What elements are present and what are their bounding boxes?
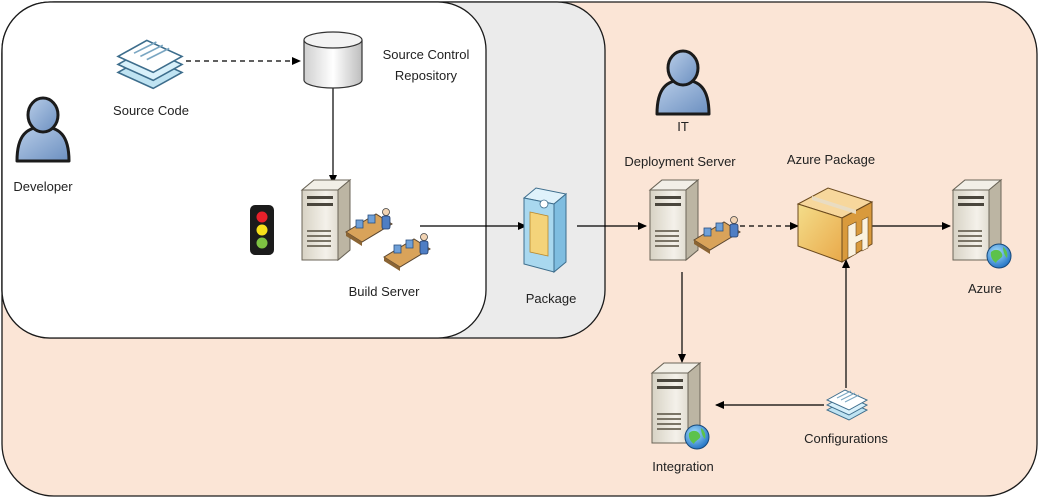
azure-package-box-icon bbox=[796, 187, 874, 263]
configurations-label: Configurations bbox=[804, 431, 888, 446]
developer-label: Developer bbox=[13, 179, 73, 194]
repository-database-icon bbox=[303, 31, 363, 89]
build-server-icon bbox=[301, 179, 351, 261]
deployment-server-icon bbox=[649, 179, 699, 261]
integration-label: Integration bbox=[652, 459, 713, 474]
package-icon bbox=[522, 187, 568, 274]
source-control-label-line1: Source Control bbox=[383, 47, 470, 62]
build-server-label: Build Server bbox=[349, 284, 420, 299]
developer-region bbox=[1, 1, 487, 339]
azure-globe-icon bbox=[986, 243, 1012, 269]
azure-package-label: Azure Package bbox=[787, 152, 875, 167]
azure-label: Azure bbox=[968, 281, 1002, 296]
deployment-server-label: Deployment Server bbox=[624, 154, 736, 169]
it-label: IT bbox=[677, 119, 689, 134]
integration-globe-icon bbox=[684, 424, 710, 450]
source-code-label: Source Code bbox=[113, 103, 189, 118]
package-label: Package bbox=[526, 291, 577, 306]
traffic-light-icon bbox=[250, 205, 274, 255]
source-control-label-line2: Repository bbox=[395, 68, 458, 83]
